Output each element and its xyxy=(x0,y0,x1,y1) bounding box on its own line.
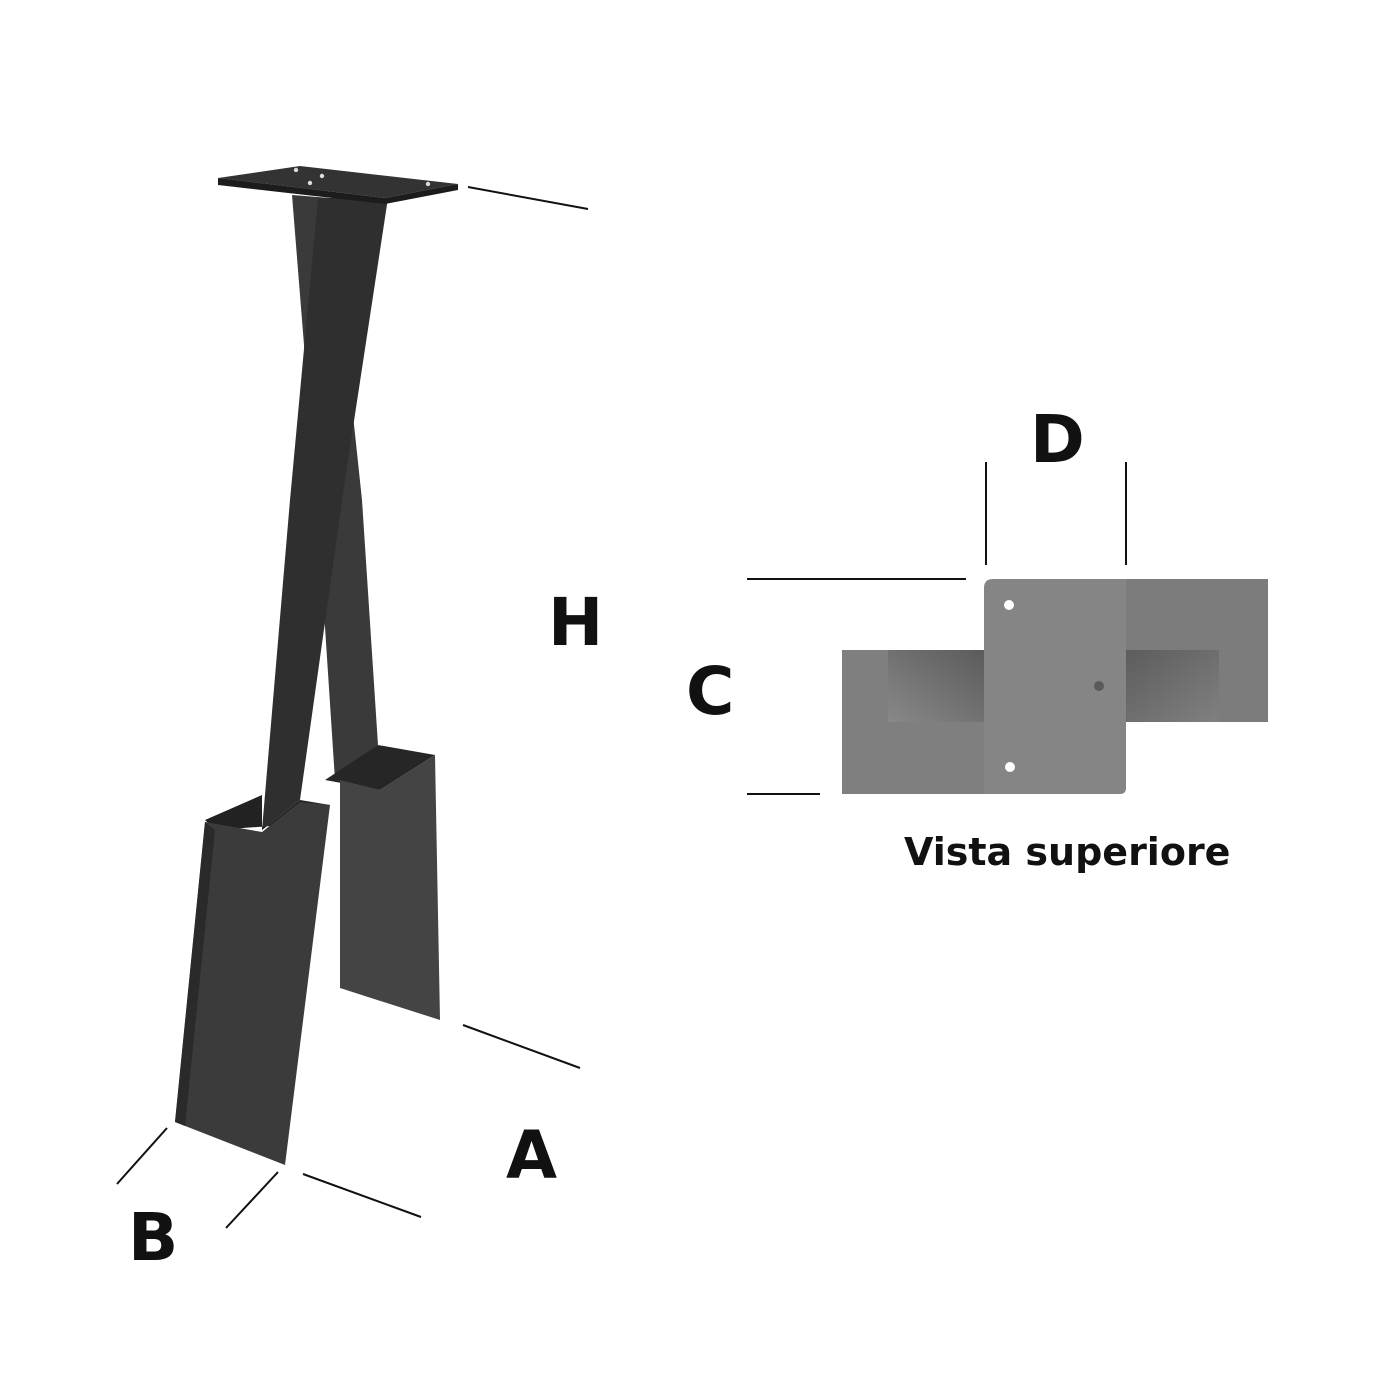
label-h: H xyxy=(548,584,603,661)
label-a: A xyxy=(506,1117,557,1194)
dimension-lines xyxy=(116,186,1127,1229)
dim-line-b-left xyxy=(116,1127,168,1185)
mounting-plate xyxy=(218,166,458,198)
plate-hole-icon xyxy=(1005,762,1015,772)
leg-front-blade xyxy=(262,198,388,830)
leg-front-foot xyxy=(175,802,330,1165)
plate-hole-icon xyxy=(293,167,299,173)
label-c: C xyxy=(686,653,734,730)
top-view-illustration xyxy=(842,579,1268,794)
mounting-plate-edge xyxy=(218,178,458,204)
dim-line-a xyxy=(302,1173,422,1218)
leg-back-foot xyxy=(340,755,440,1020)
label-b: B xyxy=(128,1199,178,1276)
top-view-caption: Vista superiore xyxy=(904,830,1230,874)
top-view-right-recess xyxy=(1124,650,1219,722)
plate-hole-icon xyxy=(319,173,325,179)
plate-hole-icon xyxy=(425,181,431,187)
plate-hole-icon xyxy=(307,180,313,186)
leg-back-foot-top xyxy=(325,745,435,790)
dim-line-b-right xyxy=(225,1171,279,1229)
label-d: D xyxy=(1030,401,1085,478)
top-view-left-recess xyxy=(888,650,988,722)
dim-line-h-bottom xyxy=(462,1024,581,1069)
top-view-plate xyxy=(984,579,1126,794)
dim-line-h-top xyxy=(467,186,589,210)
plate-hole-icon xyxy=(1004,600,1014,610)
plate-rivet-icon xyxy=(1094,681,1104,691)
leg-front-foot-edge xyxy=(175,822,215,1126)
table-leg-illustration xyxy=(175,166,458,1165)
